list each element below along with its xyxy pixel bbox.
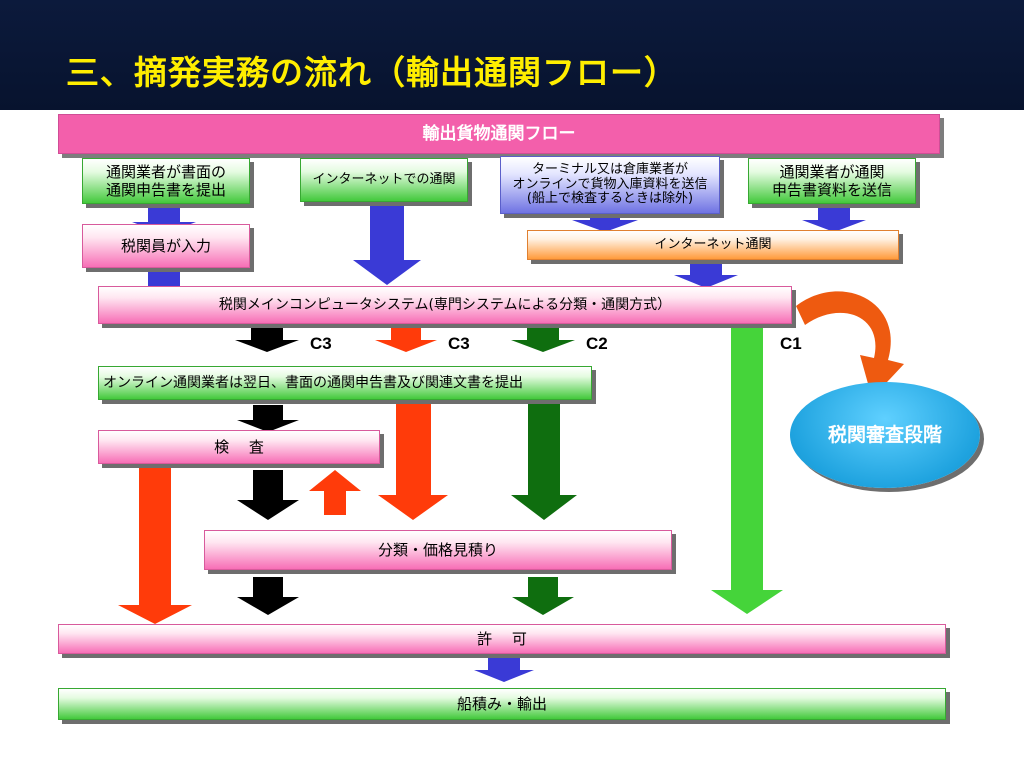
box-terminal-warehouse-label: ターミナル又は倉庫業者が オンラインで貨物入庫資料を送信 (船上で検査するときは… xyxy=(512,161,708,207)
box-classification-label: 分類・価格見積り xyxy=(377,541,498,559)
arrow-internet-to-system xyxy=(353,204,421,285)
arrow-c3-black-2 xyxy=(237,405,299,432)
arrow-c3-red-short xyxy=(375,328,437,352)
box-next-day-docs: オンライン通関業者は翌日、書面の通関申告書及び関連文書を提出 xyxy=(98,366,592,400)
slide-title: 三、摘発実務の流れ（輸出通関フロー） xyxy=(66,53,678,92)
box-broker-paper: 通関業者が書面の 通関申告書を提出 xyxy=(82,158,250,204)
box-loading: 船積み・輸出 xyxy=(58,688,946,720)
channel-label-c3-second: C3 xyxy=(448,334,470,353)
arrow-c2-green-short xyxy=(511,328,575,352)
arrow-clearance-to-system xyxy=(674,260,738,288)
arrow-c2-green-long xyxy=(511,400,577,520)
arrows-layer xyxy=(118,204,904,682)
box-main-system-label: 税関メインコンピュータシステム(専門システムによる分類・通関方式） xyxy=(218,296,672,313)
box-internet-customs: インターネットでの通関 xyxy=(300,158,468,202)
arrow-c3-black-1 xyxy=(235,328,299,352)
box-permission: 許 可 xyxy=(58,624,946,654)
channel-label-c1: C1 xyxy=(780,334,802,353)
arrow-c2-green-to-permit xyxy=(512,577,574,615)
box-classification: 分類・価格見積り xyxy=(204,530,672,570)
arrow-c3-black-3 xyxy=(237,470,299,520)
box-inspection: 検 査 xyxy=(98,430,380,464)
arrow-terminal-to-clearance xyxy=(572,215,638,232)
arrow-to-review xyxy=(796,291,904,398)
flow-diagram: 輸出貨物通関フロー 通関業者が書面の 通関申告書を提出 インターネットでの通関 … xyxy=(0,110,1024,768)
arrow-permit-to-loading xyxy=(474,655,534,682)
review-stage-label: 税関審査段階 xyxy=(827,423,942,446)
box-broker-send-label: 通関業者が通関 申告書資料を送信 xyxy=(771,163,892,199)
channel-label-c2: C2 xyxy=(586,334,608,353)
box-officer-input: 税関員が入力 xyxy=(82,224,250,268)
box-loading-label: 船積み・輸出 xyxy=(456,695,547,713)
title-bar: 三、摘発実務の流れ（輸出通関フロー） xyxy=(0,0,1024,111)
box-internet-customs-label: インターネットでの通関 xyxy=(312,172,456,188)
box-internet-clearance: インターネット通関 xyxy=(527,230,899,260)
flow-banner-label: 輸出貨物通関フロー xyxy=(422,123,576,144)
channel-label-c3-first: C3 xyxy=(310,334,332,353)
flow-banner: 輸出貨物通関フロー xyxy=(58,114,940,154)
arrow-broker-to-clearance xyxy=(802,205,866,232)
box-terminal-warehouse: ターミナル又は倉庫業者が オンラインで貨物入庫資料を送信 (船上で検査するときは… xyxy=(500,156,720,214)
box-permission-label: 許 可 xyxy=(477,630,527,648)
arrow-c3-black-4 xyxy=(237,577,299,615)
arrow-inspection-to-permit xyxy=(118,465,192,624)
box-officer-input-label: 税関員が入力 xyxy=(120,237,211,255)
review-stage-circle: 税関審査段階 xyxy=(790,382,980,488)
arrow-c3-red-long xyxy=(378,400,448,520)
box-next-day-docs-label: オンライン通関業者は翌日、書面の通関申告書及び関連文書を提出 xyxy=(103,374,523,391)
arrow-red-up xyxy=(309,470,361,515)
box-broker-paper-label: 通関業者が書面の 通関申告書を提出 xyxy=(105,163,226,199)
box-main-system: 税関メインコンピュータシステム(専門システムによる分類・通関方式） xyxy=(98,286,792,324)
box-internet-clearance-label: インターネット通関 xyxy=(654,237,772,253)
box-inspection-label: 検 査 xyxy=(214,438,264,456)
arrow-c1-green xyxy=(711,328,783,614)
box-broker-send: 通関業者が通関 申告書資料を送信 xyxy=(748,158,916,204)
